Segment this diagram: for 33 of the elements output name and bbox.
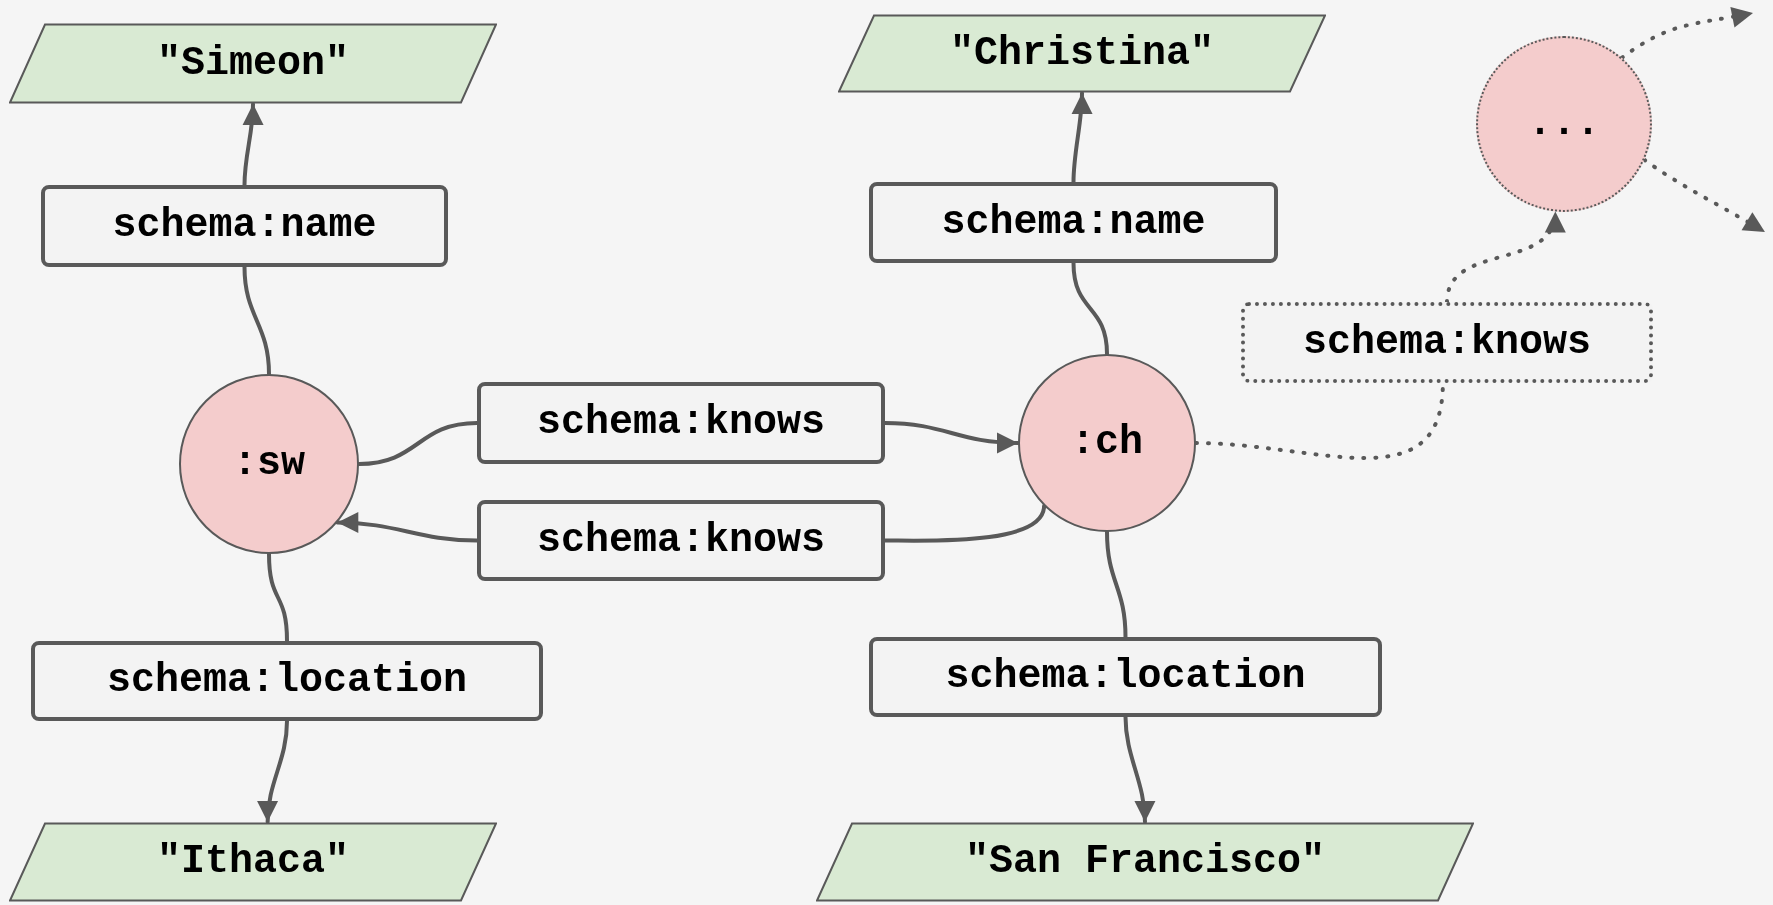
property-box (41, 185, 448, 267)
property-box (477, 500, 885, 581)
property-box (1241, 302, 1653, 383)
property-box (477, 382, 885, 464)
arrow (1123, 715, 1155, 824)
property-box (31, 641, 543, 721)
value-text: "Ithaca" (157, 842, 349, 882)
value-parallelogram (838, 14, 1326, 93)
value-text: "San Francisco" (964, 842, 1326, 882)
property-label: schema:location (106, 661, 468, 701)
property-label: schema:name (112, 206, 377, 246)
value-parallelogram (9, 23, 497, 104)
arrow (1071, 91, 1093, 184)
property-box (869, 637, 1382, 717)
dotted-arrow (1642, 157, 1767, 234)
dotted-arrow (1619, 6, 1755, 60)
resource-label: ... (1528, 104, 1600, 144)
value-parallelogram (9, 822, 497, 902)
value-text: "Christina" (949, 33, 1214, 74)
property-label: schema:name (941, 202, 1206, 243)
property-label: schema:location (945, 657, 1306, 697)
arrow (335, 512, 479, 543)
property-box (869, 182, 1278, 263)
arrow (883, 421, 1020, 453)
resource-label: :sw (233, 444, 305, 484)
property-label: schema:knows (1302, 322, 1591, 363)
arrow (242, 102, 264, 187)
property-label: schema:knows (536, 403, 825, 443)
property-label: schema:knows (536, 520, 825, 561)
resource-label: :ch (1071, 423, 1143, 463)
value-parallelogram (816, 822, 1474, 902)
value-text: "Simeon" (157, 43, 349, 84)
arrow (257, 719, 289, 824)
